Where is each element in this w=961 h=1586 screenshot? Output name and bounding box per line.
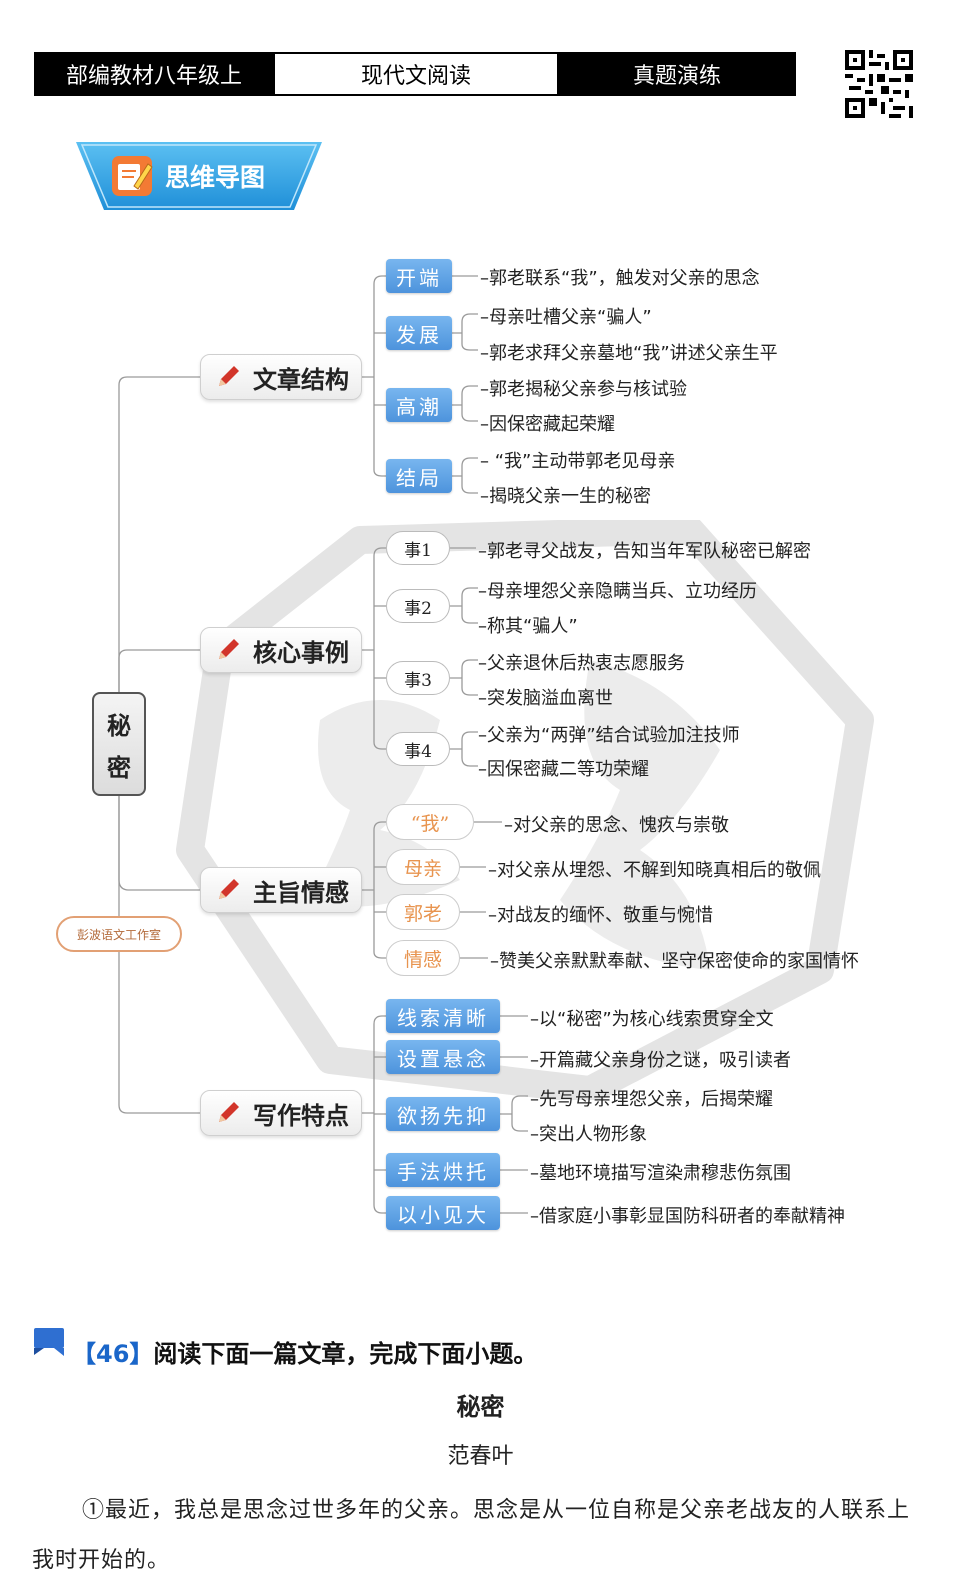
pencil-icon	[219, 1102, 239, 1122]
leaf-text: –揭晓父亲一生的秘密	[480, 486, 651, 507]
pencil-icon	[219, 639, 239, 659]
branch-label: 写作特点	[253, 1101, 349, 1130]
leaf-text: –先写母亲埋怨父亲，后揭荣耀	[530, 1089, 773, 1110]
header-section-label: 现代文阅读	[273, 52, 559, 96]
question-prompt: 【46】阅读下面一篇文章，完成下面小题。	[72, 1334, 537, 1369]
leaf-text: –对战友的缅怀、敬重与惋惜	[488, 905, 713, 926]
leaf-text: –因保密藏二等功荣耀	[478, 759, 649, 780]
article-author: 范春叶	[447, 1444, 514, 1469]
tag-small-big: 以小见大	[386, 1196, 500, 1230]
tag-contrast: 欲扬先抑	[386, 1097, 500, 1131]
article-title: 秘密	[456, 1393, 505, 1421]
pencil-icon	[219, 879, 239, 899]
mindmap-root: 秘 密	[92, 692, 146, 796]
pencil-icon	[219, 366, 239, 386]
leaf-text: –父亲为“两弹”结合试验加注技师	[478, 725, 740, 746]
tag-mother: 母亲	[386, 849, 460, 885]
branch-label: 主旨情感	[253, 878, 349, 907]
branch-label: 核心事例	[253, 638, 349, 667]
root-char-2: 密	[107, 753, 131, 782]
studio-stamp: 彭波语文工作室	[56, 916, 182, 952]
tag-clear-clue: 线索清晰	[386, 999, 500, 1033]
leaf-text: –突出人物形象	[530, 1124, 647, 1145]
leaf-text: –郭老求拜父亲墓地“我”讲述父亲生平	[480, 343, 778, 364]
leaf-text: –对父亲的思念、愧疚与崇敬	[504, 815, 729, 836]
article-paragraph: ①最近，我总是思念过世多年的父亲。思念是从一位自称是父亲老战友的人联系上我时开始…	[32, 1498, 911, 1573]
branch-structure: 文章结构	[200, 354, 362, 400]
leaf-text: –借家庭小事彰显国防科研者的奉献精神	[530, 1206, 845, 1227]
leaf-text: –父亲退休后热衷志愿服务	[478, 653, 685, 674]
leaf-text: –对父亲从埋怨、不解到知晓真相后的敬佩	[488, 860, 821, 881]
tag-climax: 高潮	[386, 388, 452, 422]
question-flag-icon	[34, 1328, 64, 1356]
leaf-text: –称其“骗人”	[478, 616, 578, 637]
leaf-text: –赞美父亲默默奉献、坚守保密使命的家国情怀	[490, 951, 859, 972]
notebook-pencil-icon	[112, 156, 153, 196]
tag-opening: 开端	[386, 259, 452, 293]
leaf-text: –因保密藏起荣耀	[480, 414, 615, 435]
mindmap-banner	[76, 142, 322, 210]
tag-emotion: 情感	[386, 940, 460, 976]
tag-guo: 郭老	[386, 894, 460, 930]
tag-event-2: 事2	[386, 589, 450, 623]
branch-core-events: 核心事例	[200, 627, 362, 673]
leaf-text: –以“秘密”为核心线索贯穿全文	[530, 1009, 774, 1030]
tag-development: 发展	[386, 316, 452, 350]
question-number: 【46】	[72, 1340, 154, 1368]
question-instruction: 阅读下面一篇文章，完成下面小题。	[153, 1340, 538, 1368]
branch-label: 文章结构	[253, 365, 349, 394]
qr-code-icon	[845, 50, 913, 118]
leaf-text: –郭老联系“我”，触发对父亲的思念	[480, 268, 760, 289]
branch-writing-features: 写作特点	[200, 1090, 362, 1136]
leaf-text: –墓地环境描写渲染肃穆悲伤氛围	[530, 1163, 791, 1184]
tag-foil: 手法烘托	[386, 1153, 500, 1187]
branch-theme-emotion: 主旨情感	[200, 867, 362, 913]
tag-event-3: 事3	[386, 661, 450, 695]
leaf-text: –郭老寻父战友，告知当年军队秘密已解密	[478, 541, 811, 562]
tag-ending: 结局	[386, 459, 452, 493]
leaf-text: –母亲埋怨父亲隐瞒当兵、立功经历	[478, 581, 757, 602]
leaf-text: –母亲吐槽父亲“骗人”	[480, 307, 652, 328]
tag-me: “我”	[386, 804, 474, 840]
tag-suspense: 设置悬念	[386, 1040, 500, 1074]
header-grade-label: 部编教材八年级上	[34, 52, 274, 96]
leaf-text: –郭老揭秘父亲参与核试验	[480, 379, 687, 400]
leaf-text: –开篇藏父亲身份之谜，吸引读者	[530, 1050, 791, 1071]
tag-event-1: 事1	[386, 531, 450, 565]
root-char-1: 秘	[107, 711, 131, 740]
mindmap-connectors	[118, 275, 528, 1214]
header-practice-label: 真题演练	[558, 52, 796, 96]
leaf-text: –突发脑溢血离世	[478, 688, 613, 709]
leaf-text: – “我”主动带郭老见母亲	[480, 451, 676, 472]
tag-event-4: 事4	[386, 732, 450, 766]
banner-title: 思维导图	[165, 163, 266, 192]
